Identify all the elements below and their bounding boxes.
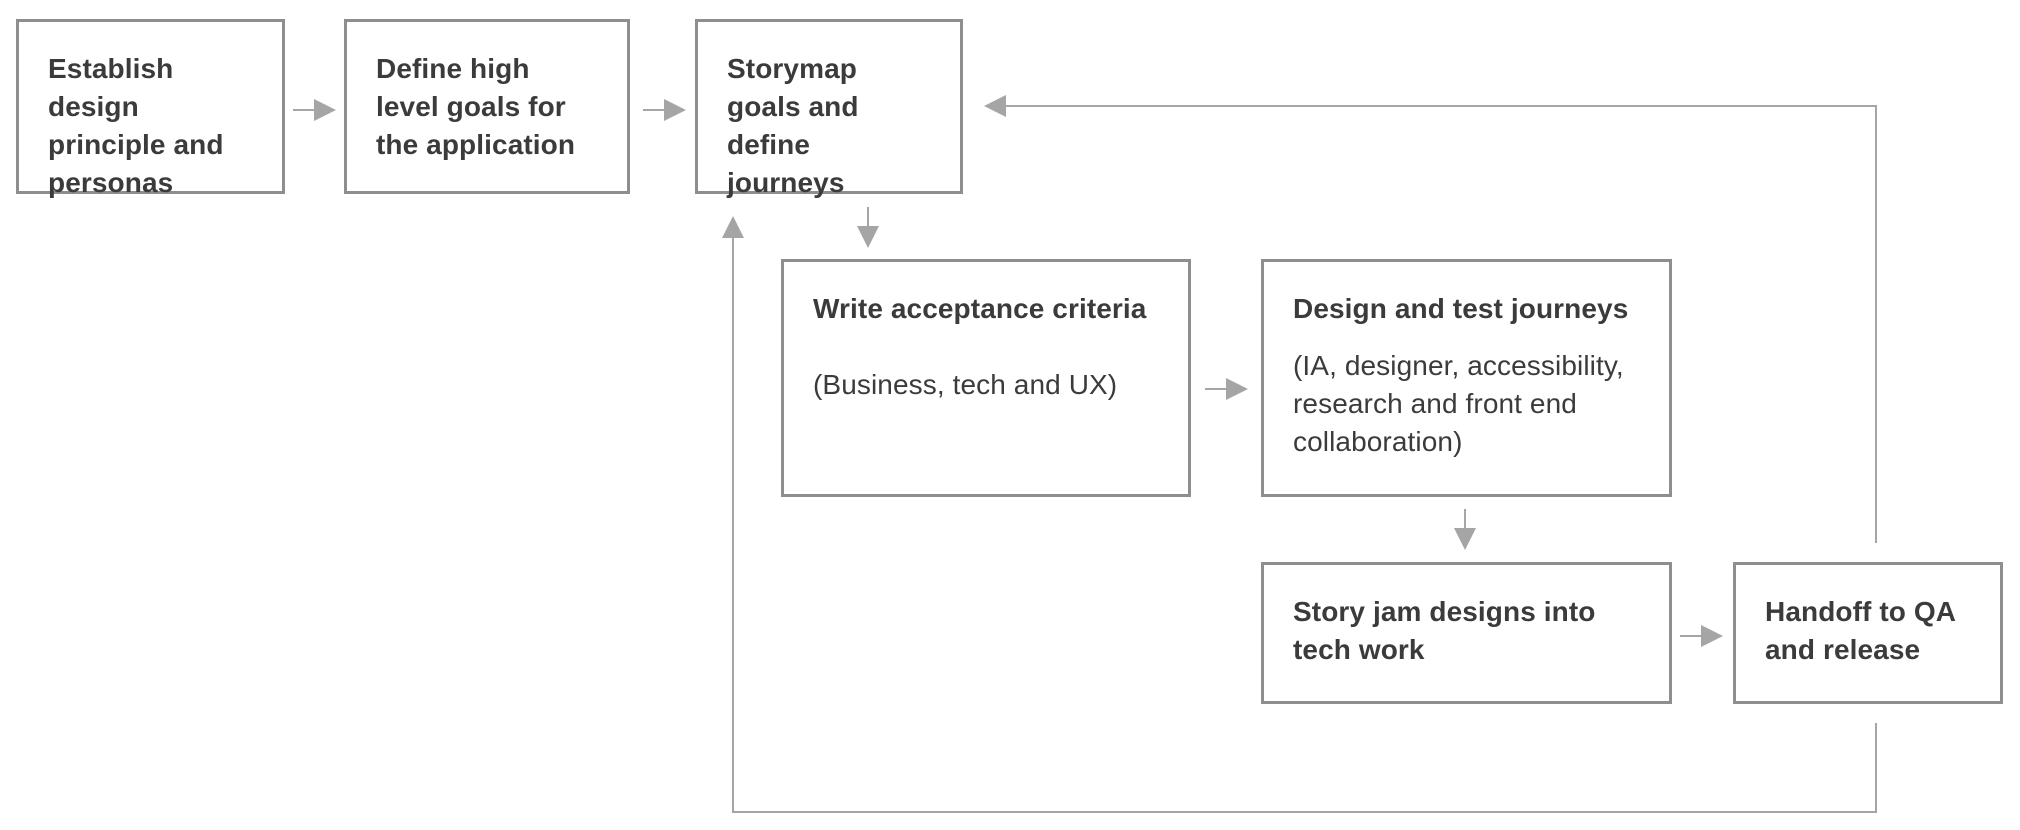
node-write-acceptance-criteria: Write acceptance criteria (Business, tec… xyxy=(781,259,1191,497)
node-title: Design and test journeys xyxy=(1293,293,1629,324)
node-title: Handoff to QA and release xyxy=(1765,596,1955,665)
node-title: Define high level goals for the applicat… xyxy=(376,53,576,160)
node-note: (IA, designer, accessibility, research a… xyxy=(1293,350,1624,457)
node-note: (Business, tech and UX) xyxy=(813,369,1118,400)
node-design-and-test-journeys: Design and test journeys (IA, designer, … xyxy=(1261,259,1672,497)
node-establish-design-principles: Establish design principle and personas xyxy=(16,19,285,198)
node-title: Story jam designs into tech work xyxy=(1293,596,1596,665)
node-define-high-level-goals: Define high level goals for the applicat… xyxy=(344,19,630,194)
node-title: Storymap goals and define journeys xyxy=(727,53,859,198)
loop-handoff-to-storymap-top xyxy=(984,95,1877,543)
node-title: Write acceptance criteria xyxy=(813,293,1147,324)
node-handoff-to-qa: Handoff to QA and release xyxy=(1733,562,2003,704)
loop-handoff-to-storymap-bottom xyxy=(722,216,1877,813)
node-title: Establish design principle and personas xyxy=(48,53,224,198)
node-story-jam: Story jam designs into tech work xyxy=(1261,562,1672,704)
node-storymap-goals: Storymap goals and define journeys xyxy=(695,19,963,198)
